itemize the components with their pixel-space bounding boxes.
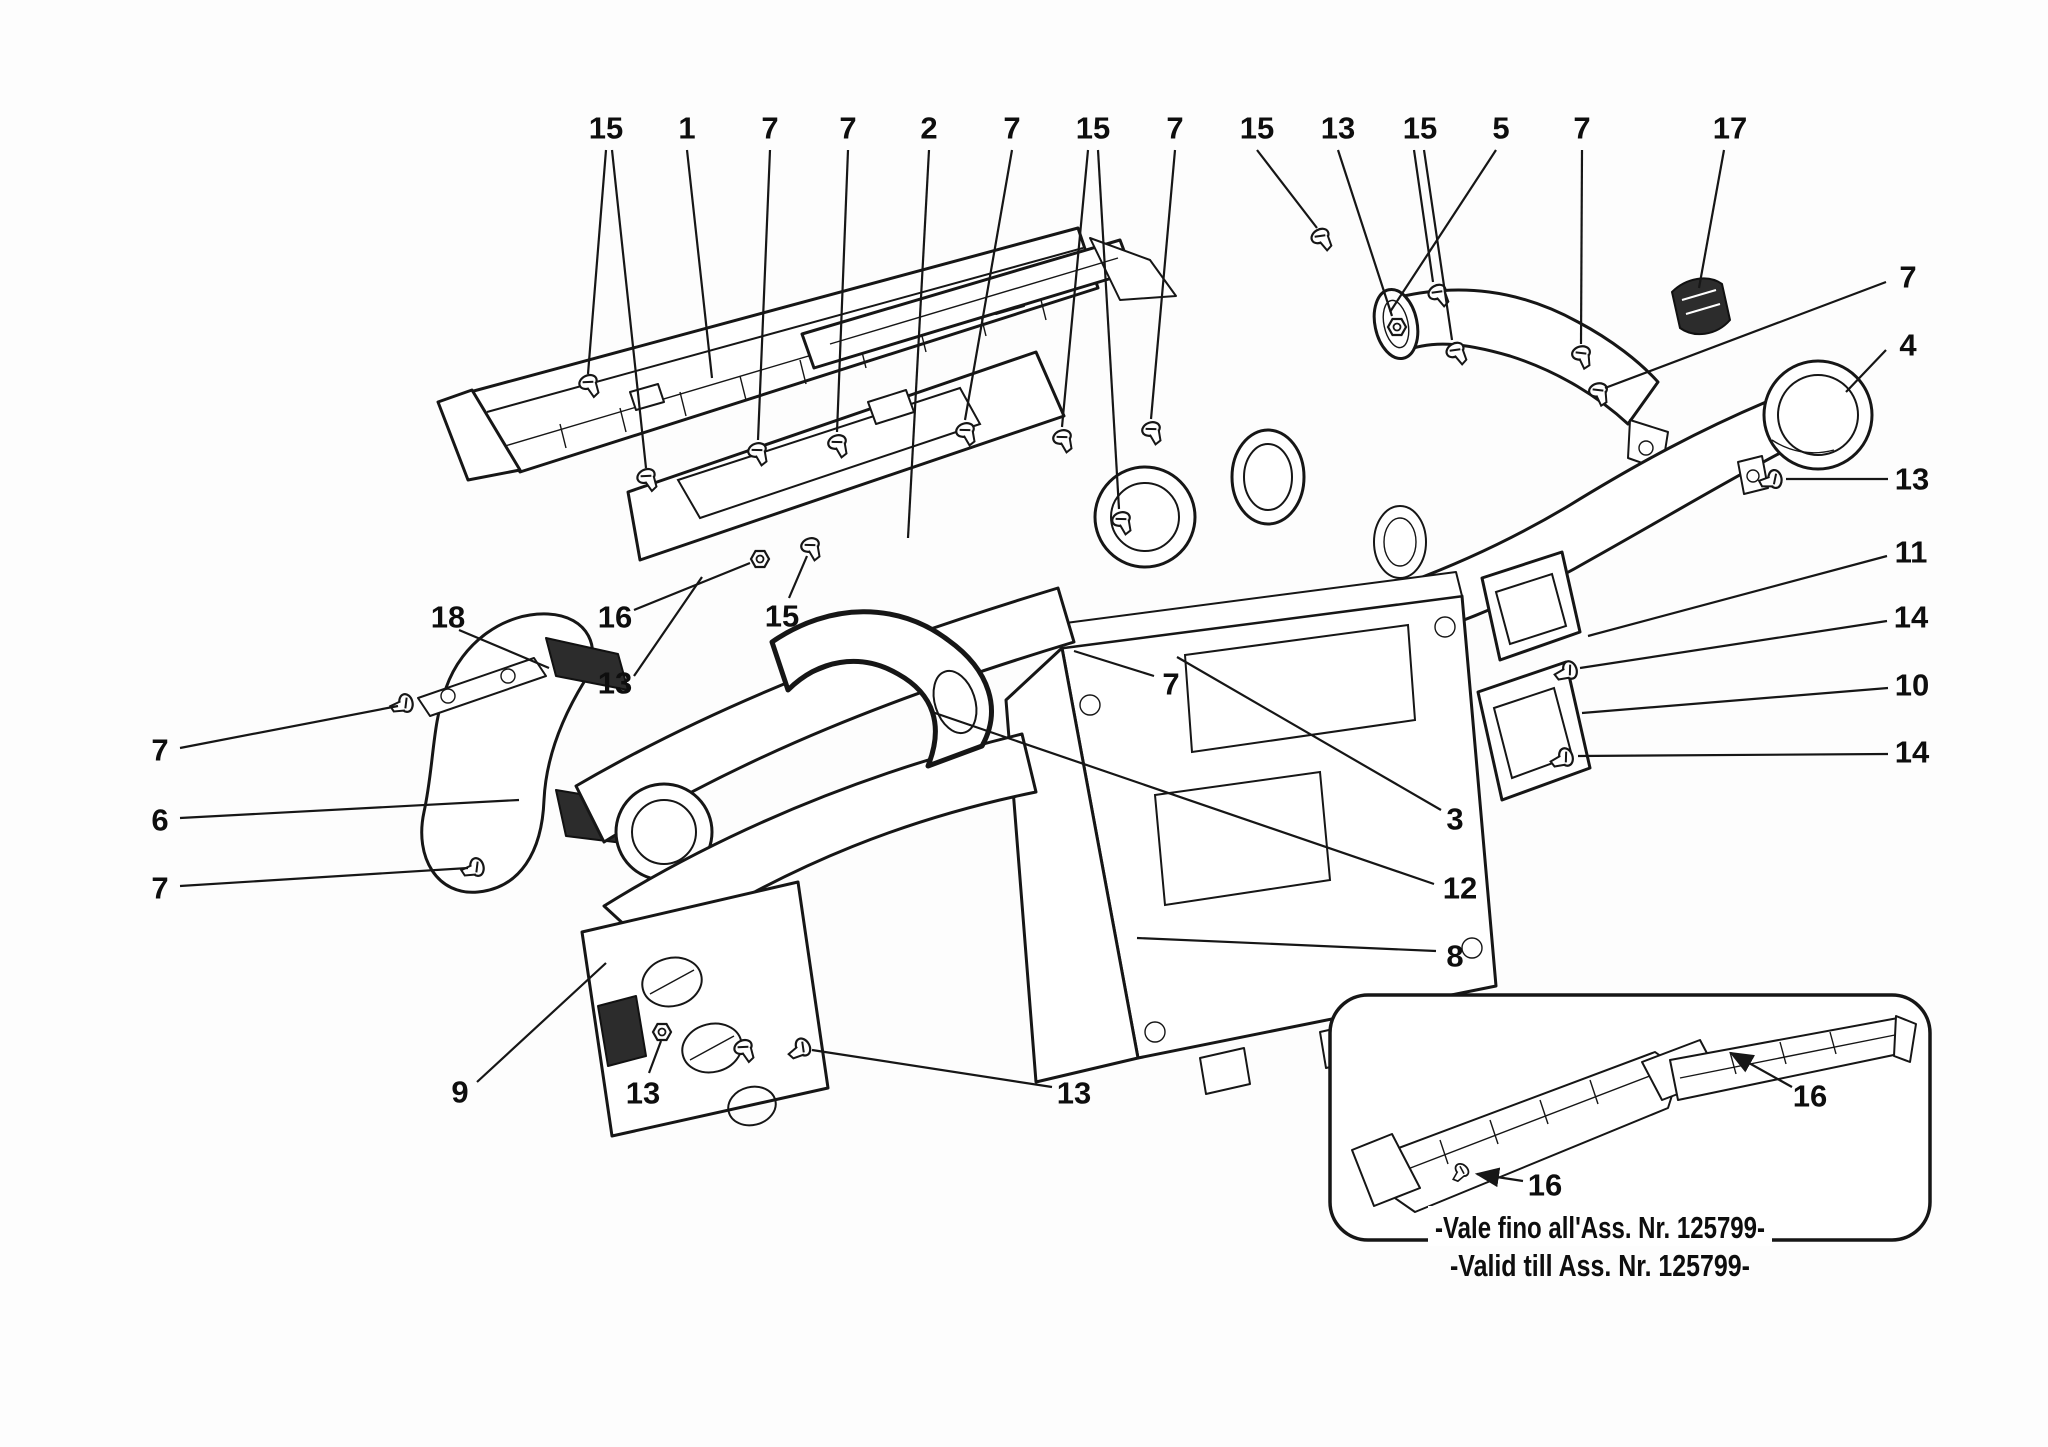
leader-line-13 [811,1048,1053,1089]
leader-line-18 [458,628,550,670]
callout-label-11-17: 11 [1895,535,1928,570]
callout-label-7-2: 7 [761,111,778,146]
callout-label-7-24: 7 [151,871,168,906]
leader-line-15 [586,149,608,375]
callout-label-15-26: 15 [765,599,799,634]
leader-line-14 [1579,619,1888,670]
callout-label-13-31: 13 [1057,1076,1091,1111]
leader-line-11 [1587,554,1888,638]
mounting-bracket-plate [580,880,830,1138]
leader-line-7 [756,149,772,441]
callout-label-6-23: 6 [151,803,168,838]
callout-label-15-6: 15 [1076,111,1110,146]
callout-label-8-34: 8 [1446,939,1463,974]
vent-bezel-upper [1480,550,1582,662]
callout-label-13-9: 13 [1321,111,1355,146]
callout-label-13-27: 13 [598,666,632,701]
callout-label-17-13: 17 [1713,111,1747,146]
leader-line-15 [610,149,648,469]
callout-label-16-35: 16 [1793,1079,1827,1114]
callout-label-13-16: 13 [1895,462,1929,497]
leader-line-5 [1389,149,1497,313]
leader-line-10 [1581,686,1889,715]
callout-label-3-32: 3 [1446,802,1463,837]
leader-line-7 [179,704,399,750]
callout-label-14-18: 14 [1894,600,1929,635]
center-frame-plate [626,350,1066,562]
leader-line-13 [1336,149,1394,317]
leader-line-12 [931,710,1435,886]
hvac-box [1004,571,1498,1095]
rear-rail [800,237,1177,370]
leader-line-7 [1149,149,1177,420]
callout-label-15-8: 15 [1240,111,1274,146]
vent-bezel-lower [1476,660,1592,802]
leader-line-1 [685,149,714,379]
leader-line-15 [1422,149,1454,341]
leader-line-15 [1412,149,1435,283]
callout-label-7-3: 7 [839,111,856,146]
callout-label-9-29: 9 [451,1075,468,1110]
small-elbow-duct [1372,287,1669,471]
leader-line-7 [1579,149,1584,345]
callout-label-7-22: 7 [151,733,168,768]
leader-line-7 [835,149,850,433]
leader-line-7 [1604,280,1887,390]
leader-line-3 [1176,656,1442,811]
inset-variant-box: -Vale fino all'Ass. Nr. 125799- -Valid t… [1328,993,1932,1283]
callout-label-1-1: 1 [678,111,695,146]
corner-bracket [1671,277,1731,336]
callout-label-16-25: 16 [598,600,632,635]
callout-label-10-19: 10 [1895,668,1929,703]
callout-label-7-14: 7 [1899,260,1916,295]
leader-line-16 [1474,1167,1524,1188]
callout-label-7-12: 7 [1573,111,1590,146]
center-duct-lower [602,732,1038,954]
leader-line-15 [787,555,809,599]
leader-line-8 [1136,936,1437,953]
leader-line-7 [963,149,1014,421]
leader-line-17 [1697,149,1726,289]
leader-line-15 [1256,149,1318,229]
callout-label-15-10: 15 [1403,111,1437,146]
leader-line-15 [1060,149,1090,428]
inset-caption-english: -Valid till Ass. Nr. 125799- [1450,1248,1750,1283]
round-vent-rings [1093,428,1306,569]
leader-line-7 [179,866,469,888]
leader-line-6 [179,798,520,820]
callout-label-18-21: 18 [431,600,465,635]
callout-label-7-7: 7 [1166,111,1183,146]
callout-label-4-15: 4 [1899,328,1917,363]
leader-line-9 [476,962,607,1083]
caption-mask [1428,1206,1772,1246]
upper-vent-beam [436,226,1100,482]
callout-label-2-4: 2 [920,111,937,146]
callout-label-13-30: 13 [626,1076,660,1111]
callout-label-5-11: 5 [1492,111,1509,146]
leader-line-13 [633,576,703,677]
callout-label-14-20: 14 [1895,735,1930,770]
leader-line-14 [1577,752,1889,758]
callout-label-12-33: 12 [1443,871,1477,906]
callout-label-16-36: 16 [1528,1168,1562,1203]
leader-line-2 [906,149,931,539]
leader-line-15 [1096,149,1121,510]
inset-caption-italian: -Vale fino all'Ass. Nr. 125799- [1435,1210,1765,1245]
callout-label-15-0: 15 [589,111,623,146]
leader-line-4 [1845,349,1887,393]
callout-label-7-28: 7 [1162,667,1179,702]
leader-line-16 [1729,1051,1793,1088]
callout-label-7-5: 7 [1003,111,1020,146]
leader-line-7 [1073,649,1155,678]
snorkel-duct [769,609,994,769]
inset-duct-drawing [1351,1015,1917,1213]
leader-line-16 [633,561,751,612]
leader-line-13 [647,1040,663,1074]
